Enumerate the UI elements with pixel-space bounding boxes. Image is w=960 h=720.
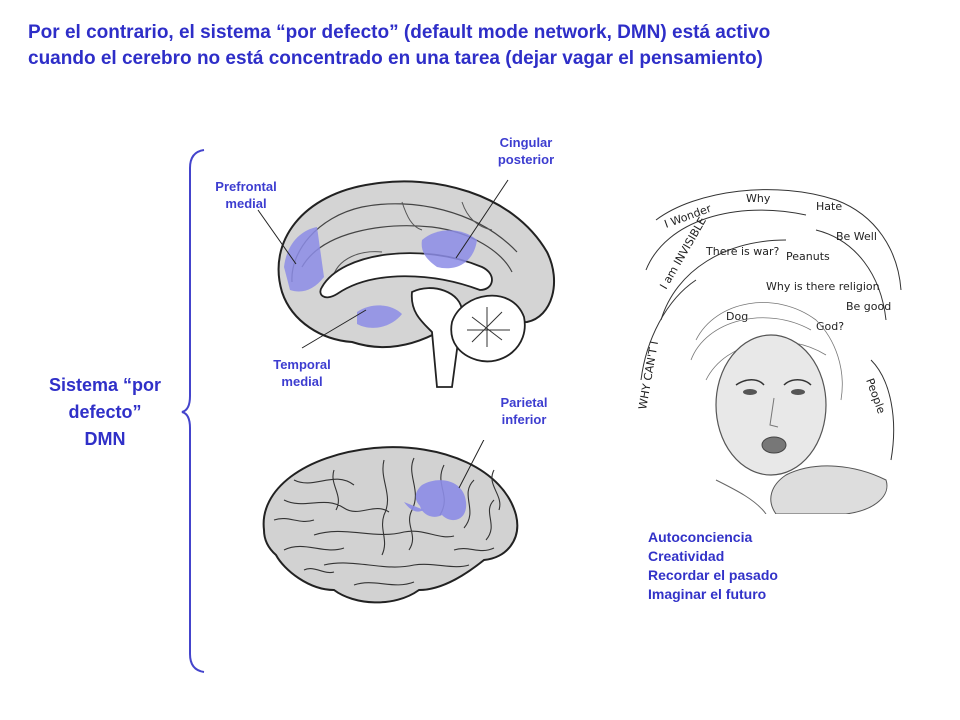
svg-text:Hate: Hate [816,200,842,213]
label-parietal-inferior: Parietal inferior [500,395,548,427]
label-cingular-posterior: Cingular posterior [497,135,555,167]
title-line-1: Por el contrario, el sistema “por defect… [28,22,771,43]
label-prefrontal-medial: Prefrontal medial [215,179,277,211]
list-item: Recordar el pasado [648,567,778,583]
dmn-line-2: defecto” [68,402,142,422]
svg-text:Why: Why [746,192,771,205]
medial-brain-icon [277,180,556,388]
list-item: Autoconciencia [648,529,753,545]
svg-text:God?: God? [816,320,844,333]
woman-thinking-illustration: I Wonder Why Hate There is war? Peanuts … [636,180,906,514]
title-line-2: cuando el cerebro no está concentrado en… [28,48,763,69]
svg-text:Why is there religion: Why is there religion [766,280,880,293]
dmn-line-3: DMN [84,429,126,449]
curly-brace-icon [181,149,205,673]
lateral-brain-icon [262,440,519,604]
svg-text:Be good: Be good [846,300,891,313]
dmn-functions-list: Autoconciencia Creatividad Recordar el p… [648,528,778,604]
svg-text:There is war?: There is war? [705,245,780,258]
list-item: Creatividad [648,548,725,564]
svg-text:Peanuts: Peanuts [786,250,830,263]
dmn-system-label: Sistema “por defecto” DMN [20,372,190,453]
slide-title: Por el contrario, el sistema “por defect… [28,20,928,72]
svg-text:Be Well: Be Well [836,230,877,243]
list-item: Imaginar el futuro [648,586,767,602]
leader-lines [257,179,509,349]
label-temporal-medial: Temporal medial [273,357,331,389]
dmn-line-1: Sistema “por [48,375,162,395]
